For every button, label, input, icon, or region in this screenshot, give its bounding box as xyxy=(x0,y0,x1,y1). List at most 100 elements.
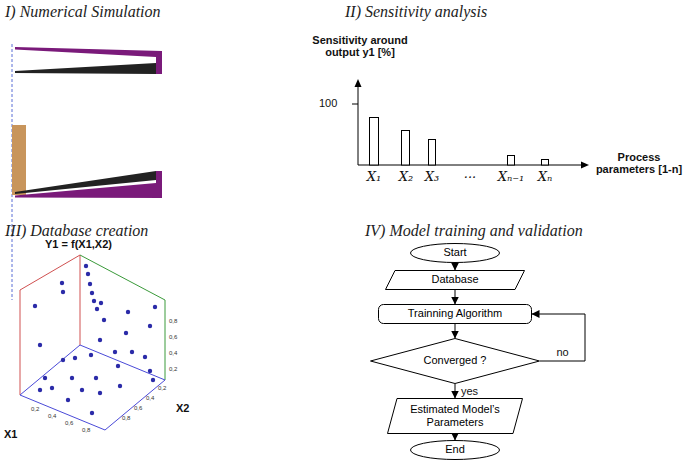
data-point xyxy=(90,291,94,295)
bar-label: Xₙ₋₁ xyxy=(498,169,525,184)
diamond-shape xyxy=(371,339,540,384)
data-point xyxy=(148,369,152,373)
tick-label: 0,2 xyxy=(31,406,39,412)
data-point xyxy=(38,388,42,392)
data-point xyxy=(90,411,94,415)
data-point xyxy=(38,343,42,347)
box-edge xyxy=(80,345,165,380)
tick-label: 0,4 xyxy=(48,413,56,419)
bar-label: Xₙ xyxy=(538,169,553,184)
parallelogram-shape xyxy=(386,271,525,290)
data-point xyxy=(60,281,64,285)
data-point xyxy=(95,307,99,311)
bar-label: ... xyxy=(464,166,476,181)
tick-label: 0,8 xyxy=(122,415,130,421)
bar xyxy=(370,118,379,166)
flow-arrow xyxy=(455,434,456,440)
panel-title: III) Database creation xyxy=(5,222,148,240)
flow-arrow xyxy=(455,384,456,398)
data-point xyxy=(86,272,90,276)
edge-label: yes xyxy=(460,385,479,397)
tick-label: 0,8 xyxy=(82,427,90,433)
data-point xyxy=(102,318,106,322)
io-parallelogram: Estimated Model’s Parameters xyxy=(387,398,523,434)
data-point xyxy=(126,310,130,314)
data-point xyxy=(118,384,122,388)
data-point xyxy=(33,304,37,308)
data-point xyxy=(98,391,102,395)
data-point xyxy=(88,282,92,286)
process-box: Trainning Algorithm xyxy=(378,304,532,324)
data-point xyxy=(84,264,88,268)
axis-title: Sensitivity around output y1 [%] xyxy=(301,34,419,58)
ellipse-shape xyxy=(411,441,500,460)
data-point xyxy=(50,386,54,390)
box-edge xyxy=(20,395,105,430)
data-point xyxy=(70,376,74,380)
y-tick xyxy=(352,104,358,105)
axis-label: X2 xyxy=(176,402,189,414)
tool-block xyxy=(12,125,26,195)
plot-title: Y1 = f(X1,X2) xyxy=(45,238,112,250)
bar xyxy=(542,160,549,166)
box-edge xyxy=(20,345,80,395)
y-axis xyxy=(358,86,359,165)
node-text: Trainning Algorithm xyxy=(408,307,502,320)
io-parallelogram: Database xyxy=(385,270,525,290)
bar xyxy=(429,140,436,166)
flow-arrow xyxy=(455,324,456,338)
edge-label: no xyxy=(555,346,569,358)
tick-label: 0,6 xyxy=(134,405,142,411)
node-text: End xyxy=(445,443,465,456)
data-point xyxy=(89,353,93,357)
data-point xyxy=(61,290,65,294)
tick-label: 0,4 xyxy=(146,395,154,401)
flow-arrow xyxy=(455,290,456,304)
tick-label: 100 xyxy=(319,97,337,109)
data-point xyxy=(124,331,128,335)
terminal-ellipse: End xyxy=(410,440,500,460)
bar-label: X₂ xyxy=(399,169,413,184)
data-point xyxy=(116,364,120,368)
data-point xyxy=(148,324,152,328)
box-edge xyxy=(80,255,81,345)
data-point xyxy=(80,388,84,392)
tick-label: 0,8 xyxy=(169,318,177,324)
lower-plate-purple xyxy=(15,171,162,198)
flow-arrow xyxy=(455,263,456,270)
data-point xyxy=(153,305,157,309)
node-text: Converged ? xyxy=(424,354,487,367)
terminal-ellipse: Start xyxy=(410,243,500,263)
data-point xyxy=(92,299,96,303)
ellipse-shape xyxy=(411,244,500,263)
tick-label: 0,6 xyxy=(65,420,73,426)
node-text: Database xyxy=(431,273,478,286)
tick-label: 0,4 xyxy=(169,350,177,356)
data-point xyxy=(73,356,77,360)
data-point xyxy=(94,376,98,380)
upper-plate-black xyxy=(15,63,156,74)
parallelogram-shape xyxy=(388,399,523,434)
axis-title: Process parameters [1-n] xyxy=(594,151,684,175)
axis-label: X1 xyxy=(4,428,17,440)
panel-title: I) Numerical Simulation xyxy=(5,3,161,21)
data-point xyxy=(61,358,65,362)
data-point xyxy=(143,355,147,359)
data-point xyxy=(151,378,155,382)
box-edge xyxy=(165,300,166,380)
box-edge xyxy=(20,255,80,290)
panel-title: IV) Model training and validation xyxy=(365,222,583,240)
bar-label: X₁ xyxy=(367,169,381,184)
box-edge xyxy=(105,380,165,430)
x-axis-arrow xyxy=(581,162,589,169)
data-point xyxy=(130,350,134,354)
node-text: Estimated Model’s Parameters xyxy=(405,403,505,429)
box-edge xyxy=(80,255,165,300)
data-point xyxy=(99,301,103,305)
data-point xyxy=(98,338,102,342)
box-edge xyxy=(20,290,21,395)
data-point xyxy=(66,398,70,402)
bar-label: X₃ xyxy=(425,169,439,184)
data-point xyxy=(43,376,47,380)
